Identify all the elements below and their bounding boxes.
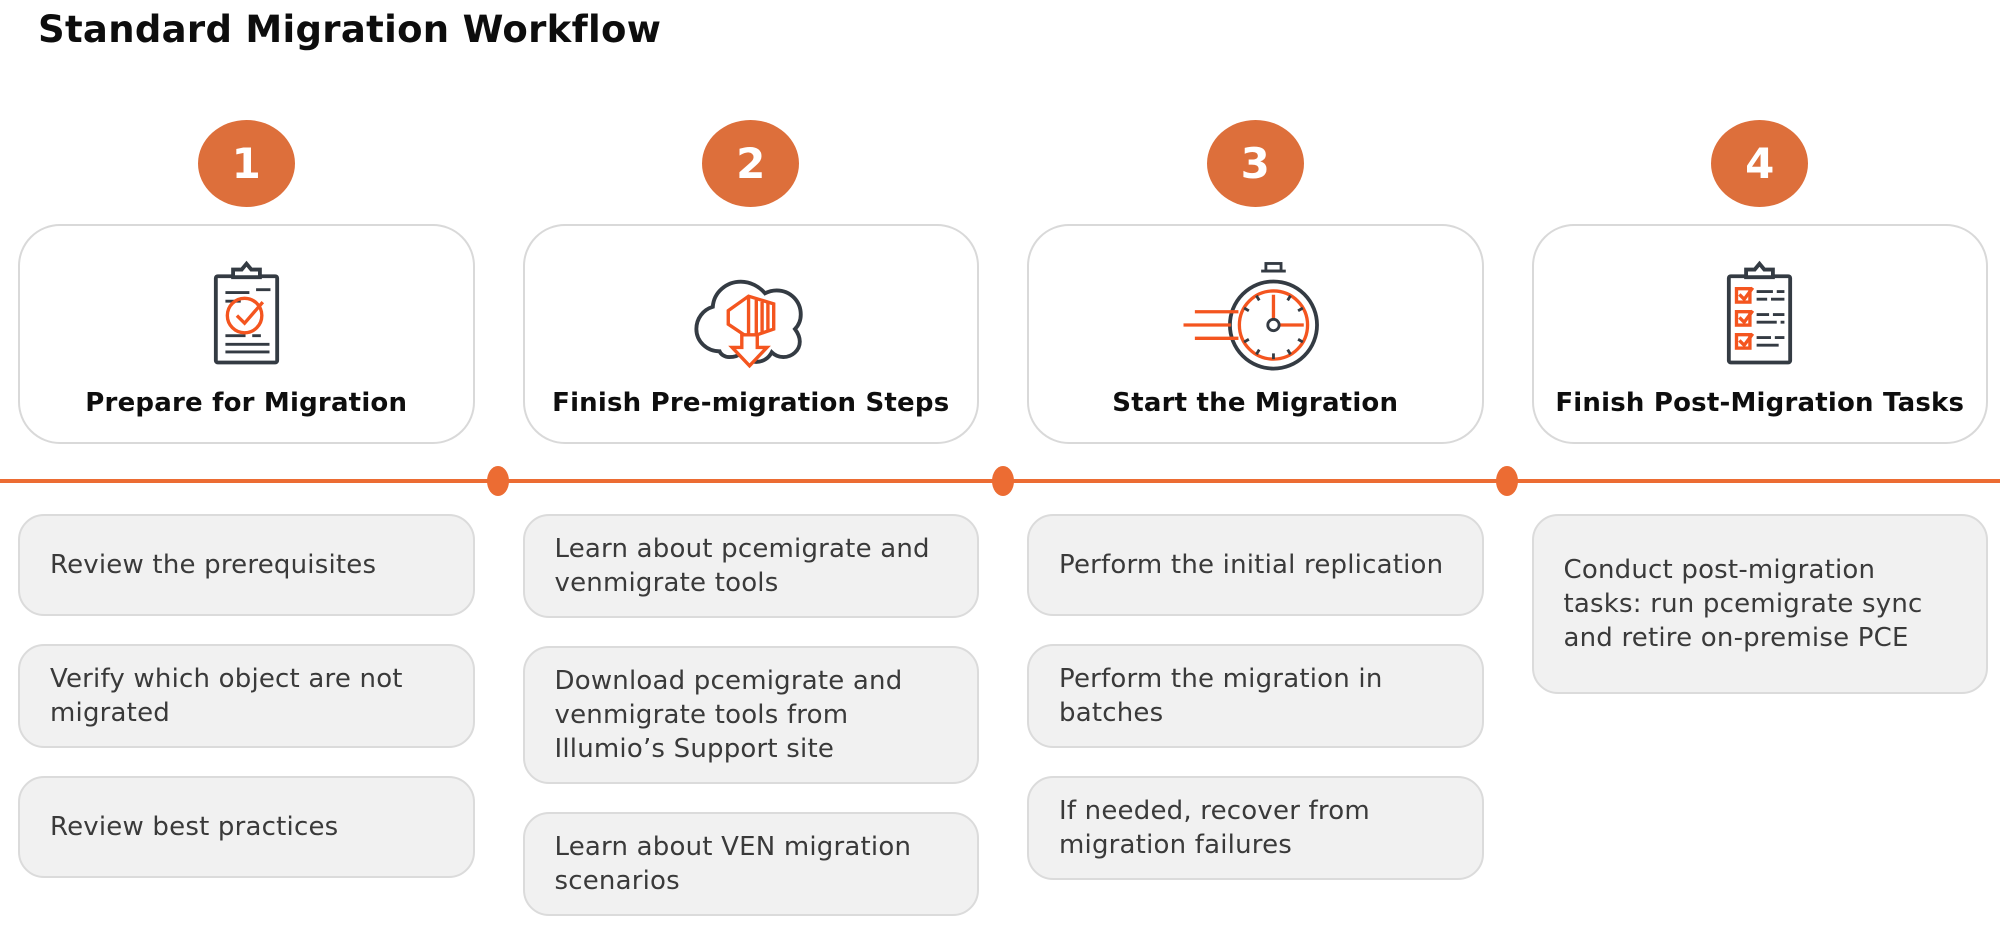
step-card: Finish Pre-migration Steps bbox=[522, 224, 979, 444]
task-text: Review best practices bbox=[50, 812, 339, 842]
task-card: Perform the initial replication bbox=[1027, 514, 1484, 616]
task-text: Conduct post-migration tasks: run pcemig… bbox=[1563, 555, 1923, 653]
step-title: Start the Migration bbox=[1112, 388, 1399, 418]
task-card: Learn about pcemigrate and venmigrate to… bbox=[522, 514, 979, 618]
timeline bbox=[0, 466, 2000, 496]
step-card: Prepare for Migration bbox=[18, 224, 475, 444]
cloud-download-icon bbox=[678, 244, 823, 388]
checklist-clipboard-icon bbox=[1702, 244, 1817, 388]
timeline-dot bbox=[1496, 466, 1518, 496]
task-text: Download pcemigrate and venmigrate tools… bbox=[554, 666, 903, 764]
task-card: Review best practices bbox=[18, 776, 475, 878]
step-number-badge: 3 bbox=[1206, 120, 1304, 207]
step-column-1: 1 Prepare for Migration bbox=[18, 120, 475, 444]
step-number-badge: 1 bbox=[197, 120, 295, 207]
page-title: Standard Migration Workflow bbox=[38, 8, 662, 51]
task-card: Conduct post-migration tasks: run pcemig… bbox=[1531, 514, 1988, 694]
task-card: Download pcemigrate and venmigrate tools… bbox=[522, 646, 979, 784]
task-text: Perform the initial replication bbox=[1059, 550, 1444, 580]
step-title: Prepare for Migration bbox=[85, 388, 408, 418]
step-number: 4 bbox=[1745, 138, 1775, 188]
workflow-steps-row: 1 Prepare for Migration 2 bbox=[0, 120, 2000, 444]
task-column-3: Perform the initial replication Perform … bbox=[1027, 514, 1484, 880]
task-column-4: Conduct post-migration tasks: run pcemig… bbox=[1531, 514, 1988, 694]
task-text: Learn about pcemigrate and venmigrate to… bbox=[554, 534, 930, 598]
step-card: Finish Post-Migration Tasks bbox=[1531, 224, 1988, 444]
step-card: Start the Migration bbox=[1027, 224, 1484, 444]
task-card: Perform the migration in batches bbox=[1027, 644, 1484, 748]
task-card: Learn about VEN migration scenarios bbox=[522, 812, 979, 916]
task-text: Review the prerequisites bbox=[50, 550, 377, 580]
timeline-dot bbox=[992, 466, 1014, 496]
task-column-1: Review the prerequisites Verify which ob… bbox=[18, 514, 475, 878]
step-title: Finish Post-Migration Tasks bbox=[1555, 388, 1965, 418]
task-column-2: Learn about pcemigrate and venmigrate to… bbox=[522, 514, 979, 916]
step-number: 1 bbox=[231, 138, 261, 188]
step-number-badge: 4 bbox=[1711, 120, 1809, 207]
task-text: Perform the migration in batches bbox=[1059, 664, 1383, 728]
step-number-badge: 2 bbox=[702, 120, 800, 207]
step-number: 2 bbox=[736, 138, 766, 188]
step-column-2: 2 Finish Pre-migration Steps bbox=[522, 120, 979, 444]
workflow-tasks-row: Review the prerequisites Verify which ob… bbox=[0, 514, 2000, 916]
step-column-3: 3 Start the Migration bbox=[1027, 120, 1484, 444]
task-card: Review the prerequisites bbox=[18, 514, 475, 616]
task-text: Learn about VEN migration scenarios bbox=[554, 832, 912, 896]
clipboard-check-icon bbox=[189, 244, 304, 388]
stopwatch-icon bbox=[1171, 244, 1339, 388]
task-text: Verify which object are not migrated bbox=[50, 664, 403, 728]
task-card: Verify which object are not migrated bbox=[18, 644, 475, 748]
task-text: If needed, recover from migration failur… bbox=[1059, 796, 1370, 860]
task-card: If needed, recover from migration failur… bbox=[1027, 776, 1484, 880]
step-column-4: 4 Finish Post-Migration Tasks bbox=[1531, 120, 1988, 444]
step-title: Finish Pre-migration Steps bbox=[552, 388, 950, 418]
step-number: 3 bbox=[1240, 138, 1270, 188]
timeline-dot bbox=[487, 466, 509, 496]
